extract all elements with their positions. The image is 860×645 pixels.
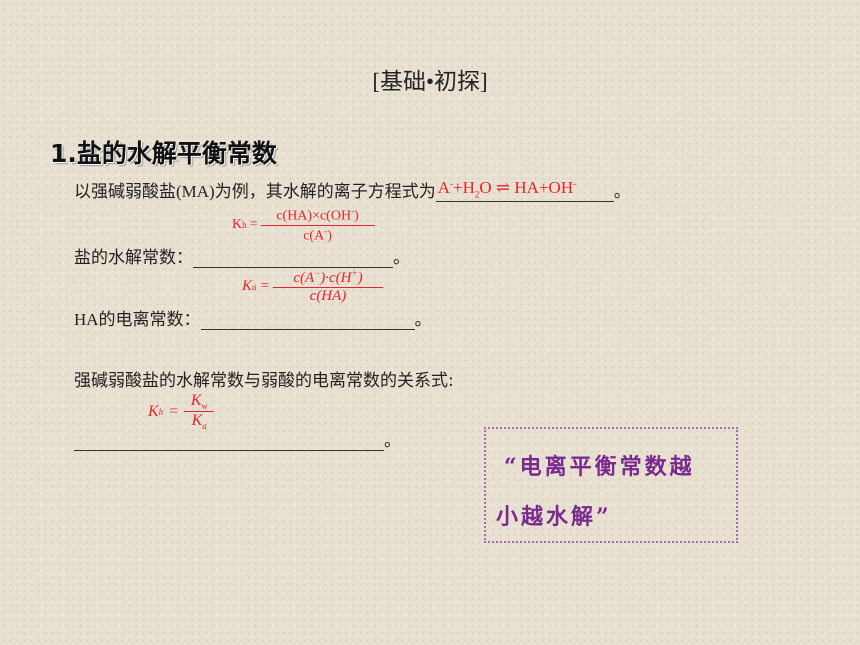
relation-line: 。 (74, 426, 401, 451)
ka-lhs-sub: a (252, 281, 257, 292)
eq-a: A (437, 177, 450, 197)
kh-lhs-sub: h (242, 220, 247, 231)
rel-num-sub: w (201, 401, 208, 412)
eq-h: +H (453, 177, 475, 197)
kh-num-text: c(HA)×c(OH (276, 208, 352, 224)
answer-blank-ka (200, 309, 415, 330)
answer-blank-relation (74, 430, 384, 451)
relation-label: 强碱弱酸盐的水解常数与弱酸的电离常数的关系式: (74, 371, 454, 391)
kh-den-close: ) (327, 228, 332, 244)
answer-blank-kh (193, 247, 393, 268)
ka-denominator: c(HA) (272, 287, 383, 305)
equation-answer: A-+H2O ⇌ HA+OH- (438, 178, 576, 199)
ka-lhs: K (242, 278, 253, 294)
page-title: 1.盐的水解平衡常数 (50, 139, 277, 168)
eq-a-sup: - (450, 177, 453, 188)
rel-fraction: Kw Ka (184, 392, 215, 432)
ka-num-text: c(A (293, 270, 315, 286)
equilibrium-arrow: ⇌ (495, 177, 511, 197)
rel-den-text: K (191, 412, 203, 430)
note-box: “电离平衡常数越 小越水解” (484, 427, 738, 543)
ka-line: HA的电离常数： 。 (74, 305, 432, 330)
rel-num-text: K (190, 392, 202, 409)
ka-eq: = (260, 278, 269, 294)
line1-end: 。 (613, 182, 631, 201)
rel-lhs-sub: h (158, 406, 164, 417)
kh-end: 。 (393, 248, 410, 268)
kh-den-sup: - (324, 225, 328, 236)
rel-den-sub: a (202, 421, 207, 432)
eq-products: HA+OH (514, 177, 574, 197)
relation-end: 。 (384, 431, 401, 451)
kh-num-close: ) (354, 208, 359, 224)
section-header: [基础•初探] (372, 69, 488, 94)
ka-num-sup2: + (351, 268, 358, 278)
kh-numerator: c(HA)×c(OH-) (274, 206, 360, 225)
kh-lhs: K (232, 217, 243, 233)
note-line-1: “电离平衡常数越 (504, 454, 695, 480)
kh-label: 盐的水解常数： (74, 248, 193, 268)
rel-denominator: Ka (184, 411, 215, 432)
ka-fraction: c(A−)·c(H+) c(HA) (272, 268, 383, 305)
answer-blank-equation: A-+H2O ⇌ HA+OH- (435, 178, 614, 202)
eq-h-sub: 2 (474, 189, 480, 199)
rel-eq: = (169, 402, 179, 420)
rel-numerator: Kw (189, 392, 210, 411)
rel-lhs: K (148, 402, 159, 420)
line1-text: 以强碱弱酸盐(MA)为例，其水解的离子方程式为 (74, 182, 436, 201)
kh-den-text: c(A (303, 228, 325, 244)
ka-end: 。 (414, 310, 432, 330)
ka-num-sup: − (314, 268, 321, 278)
ka-num-mid: )·c(H (320, 270, 352, 286)
kh-line: 盐的水解常数： 。 (74, 243, 410, 268)
eq-o: O (479, 177, 492, 197)
ka-label: HA的电离常数： (74, 310, 201, 329)
ka-num-close: ) (357, 270, 363, 286)
ka-numerator: c(A−)·c(H+) (291, 268, 364, 287)
kh-eq: = (249, 217, 258, 233)
kh-fraction: c(HA)×c(OH-) c(A-) (260, 206, 375, 245)
kh-num-sup: - (351, 206, 355, 216)
kh-denominator: c(A-) (260, 224, 375, 245)
note-line-2: 小越水解” (496, 504, 612, 530)
eq-products-sup: - (573, 177, 577, 188)
